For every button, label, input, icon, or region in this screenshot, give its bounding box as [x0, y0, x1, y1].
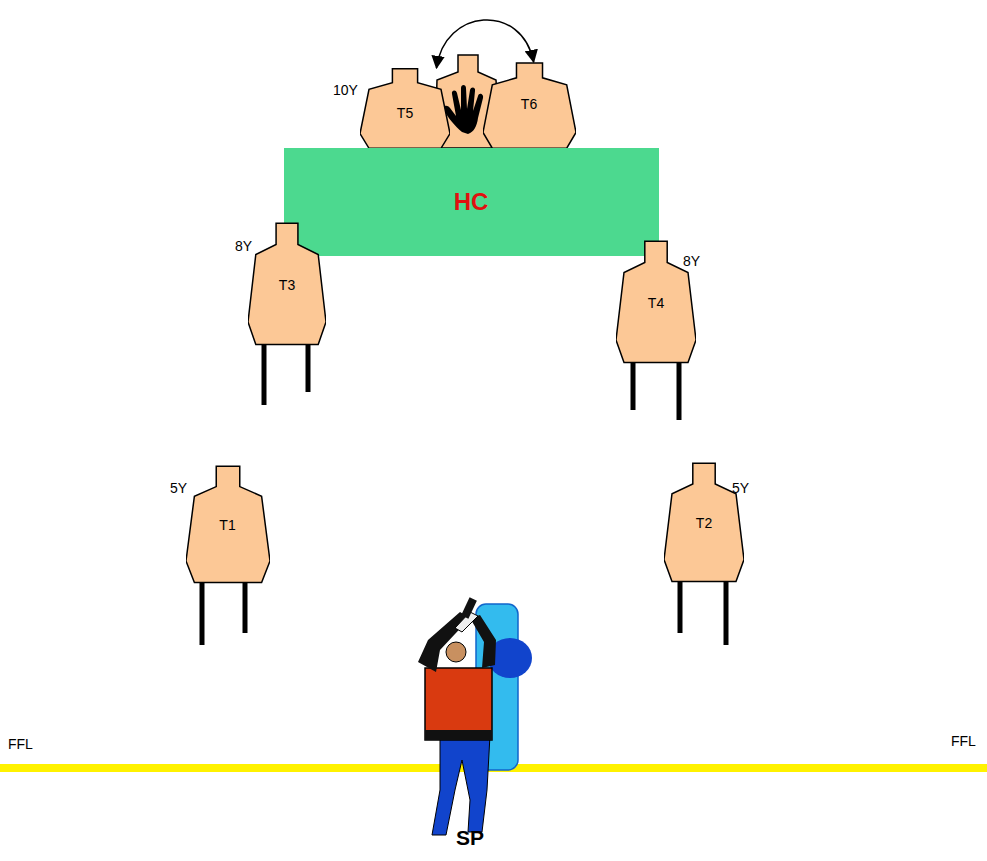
fault-line-label: FFL	[951, 733, 976, 749]
hard-cover-box: HC	[284, 148, 659, 256]
target-silhouette-box: T1	[186, 465, 270, 585]
swing-arrow	[437, 20, 534, 68]
fault-line-label: FFL	[8, 736, 33, 752]
distance-label: 8Y	[683, 253, 700, 269]
shooter-figure	[418, 597, 496, 835]
distance-label: 8Y	[235, 238, 252, 254]
target-label: T5	[360, 105, 450, 121]
target-label: T3	[248, 277, 326, 293]
target-label: T4	[616, 295, 696, 311]
target-silhouette-box: T6	[483, 62, 576, 150]
distance-label: 5Y	[732, 480, 749, 496]
target-label: T6	[483, 96, 576, 112]
cover-label: HC	[284, 188, 659, 216]
distance-label: 10Y	[333, 82, 358, 98]
distance-label: 5Y	[170, 480, 187, 496]
target-stands	[202, 325, 726, 645]
target-silhouette-box: T5	[360, 68, 450, 150]
target-label: T1	[186, 517, 270, 533]
target-label: T2	[664, 515, 744, 531]
start-position-label: SP	[456, 826, 484, 850]
target-silhouette-box: T3	[248, 222, 326, 347]
